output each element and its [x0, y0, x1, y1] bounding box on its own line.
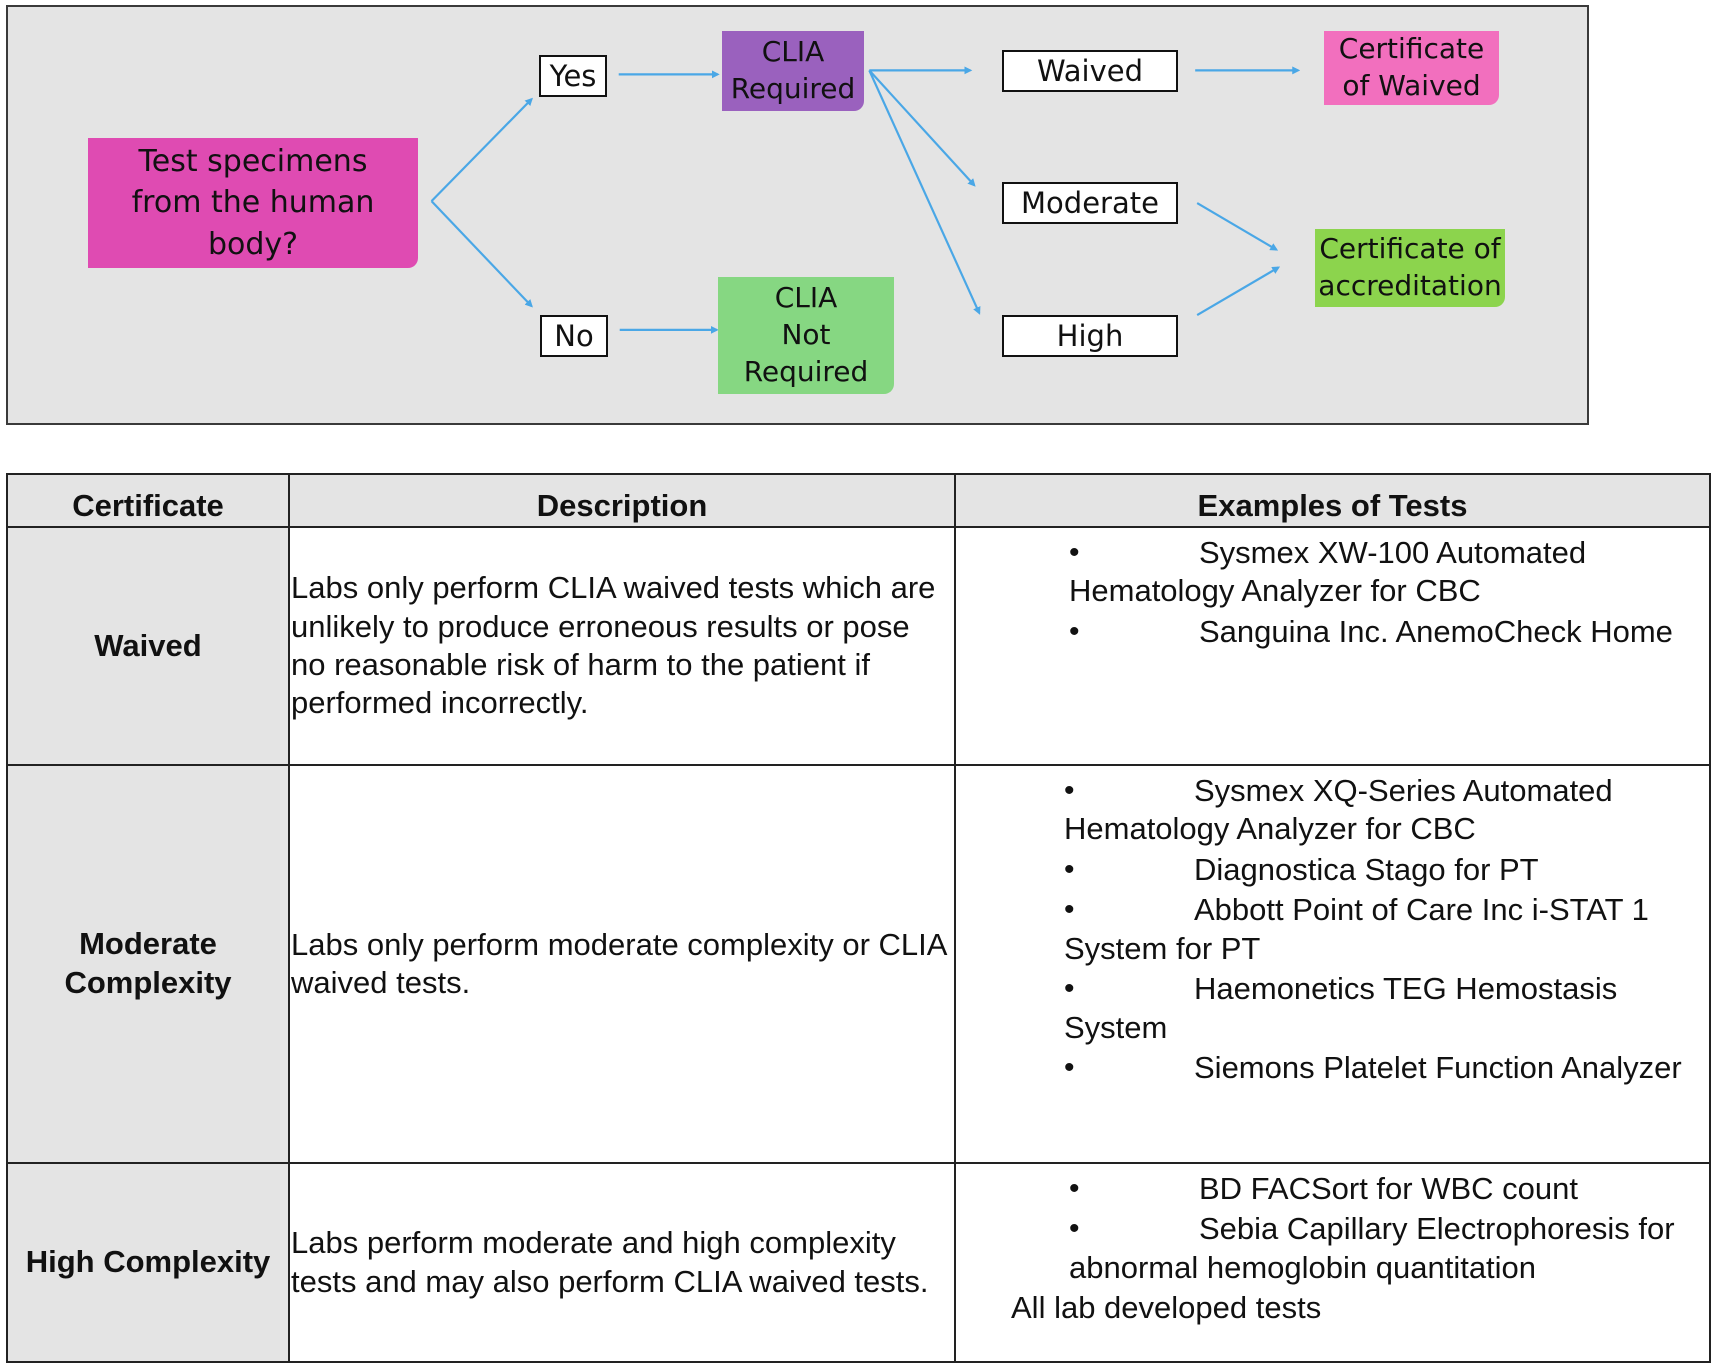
no-node: No: [540, 315, 608, 357]
flowchart-panel: Test specimens from the human body? Yes …: [6, 5, 1589, 425]
yes-node: Yes: [539, 55, 607, 97]
certificate-cell: High Complexity: [6, 1162, 290, 1363]
column-header-certificate: Certificate: [6, 473, 290, 528]
moderate-node: Moderate: [1002, 182, 1178, 224]
waived-node: Waived: [1002, 50, 1178, 92]
arrow-clia-to-high: [868, 69, 981, 315]
column-header-description: Description: [288, 473, 956, 528]
list-item: Sysmex XQ-Series Automated Hematology An…: [1064, 772, 1701, 849]
table-header-row: Certificate Description Examples of Test…: [6, 473, 1711, 528]
arrow-question-to-yes: [430, 97, 533, 202]
extra-note: All lab developed tests: [1011, 1290, 1322, 1326]
list-item: Diagnostica Stago for PT: [1064, 851, 1701, 889]
list-item: Sysmex XW-100 Automated Hematology Analy…: [1069, 534, 1701, 611]
certificate-cell: Waived: [6, 526, 290, 766]
certificate-table: Certificate Description Examples of Test…: [6, 473, 1711, 1363]
table-row-high: High Complexity Labs perform moderate an…: [6, 1162, 1711, 1363]
examples-cell: BD FACSort for WBC count Sebia Capillary…: [954, 1162, 1711, 1363]
examples-cell: Sysmex XW-100 Automated Hematology Analy…: [954, 526, 1711, 766]
arrow-clia-to-moderate: [868, 69, 976, 187]
list-item: Sebia Capillary Electrophoresis for abno…: [1069, 1210, 1701, 1287]
clia-required-node: CLIA Required: [722, 31, 864, 111]
list-item: Sanguina Inc. AnemoCheck Home: [1069, 613, 1701, 651]
table-row-moderate: Moderate Complexity Labs only perform mo…: [6, 764, 1711, 1164]
table-row-waived: Waived Labs only perform CLIA waived tes…: [6, 526, 1711, 766]
question-node: Test specimens from the human body?: [88, 138, 418, 268]
certificate-of-accreditation-node: Certificate of accreditation: [1315, 229, 1505, 307]
flow-arrows: [430, 66, 1301, 334]
examples-cell: Sysmex XQ-Series Automated Hematology An…: [954, 764, 1711, 1164]
high-node: High: [1002, 315, 1178, 357]
examples-list: Sysmex XW-100 Automated Hematology Analy…: [956, 534, 1701, 651]
clia-not-required-node: CLIA Not Required: [718, 277, 894, 394]
examples-list: BD FACSort for WBC count Sebia Capillary…: [956, 1170, 1701, 1287]
arrow-question-to-no: [430, 200, 533, 308]
list-item: Siemons Platelet Function Analyzer: [1064, 1049, 1701, 1087]
list-item: BD FACSort for WBC count: [1069, 1170, 1701, 1208]
certificate-cell: Moderate Complexity: [6, 764, 290, 1164]
examples-list: Sysmex XQ-Series Automated Hematology An…: [956, 772, 1701, 1088]
description-cell: Labs only perform moderate complexity or…: [288, 764, 956, 1164]
list-item: Abbott Point of Care Inc i-STAT 1 System…: [1064, 891, 1701, 968]
description-cell: Labs perform moderate and high complexit…: [288, 1162, 956, 1363]
list-item: Haemonetics TEG Hemostasis System: [1064, 970, 1701, 1047]
description-cell: Labs only perform CLIA waived tests whic…: [288, 526, 956, 766]
column-header-examples: Examples of Tests: [954, 473, 1711, 528]
arrow-moderate-to-accreditation: [1196, 202, 1279, 251]
certificate-of-waived-node: Certificate of Waived: [1324, 31, 1499, 105]
arrow-high-to-accreditation: [1196, 266, 1281, 316]
